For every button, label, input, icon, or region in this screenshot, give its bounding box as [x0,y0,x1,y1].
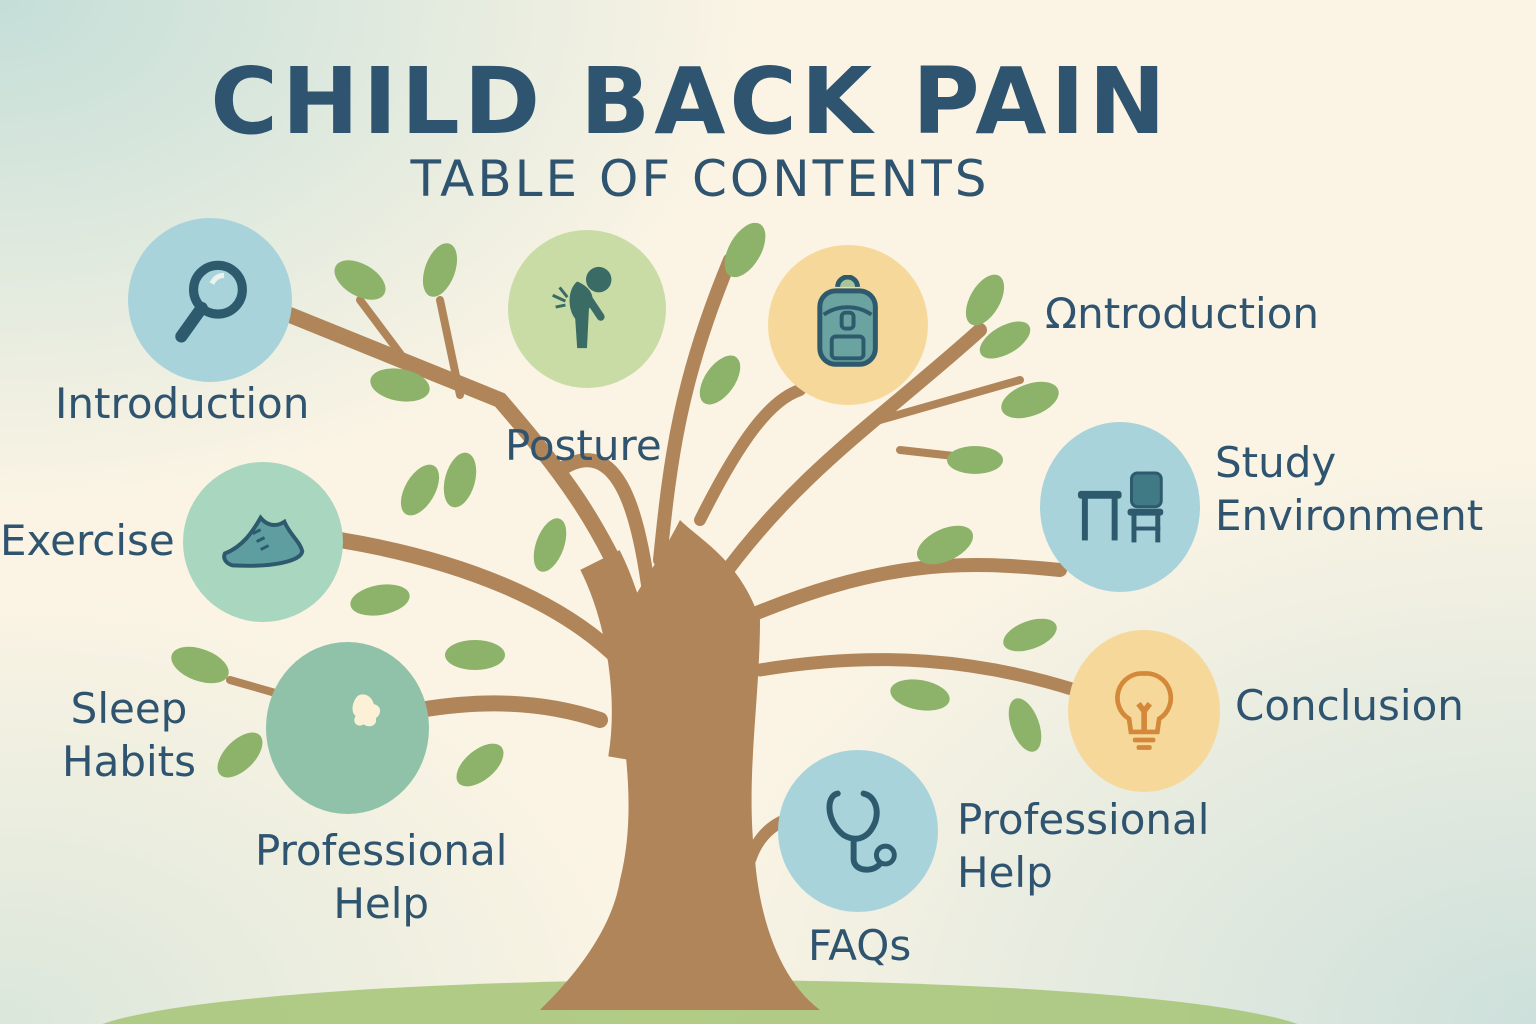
topic-conclusion-label[interactable]: Conclusion [1235,681,1464,730]
lightbulb-icon [1114,670,1174,750]
topic-faqs-circle[interactable] [778,750,938,912]
topic-study-environment-label[interactable]: Study Environment [1215,438,1484,540]
sneaker-icon [222,514,305,569]
topic-backpack-label[interactable]: Ωntroduction [1045,289,1320,338]
bent-child-back-pain-icon [552,266,612,349]
stethoscope-icon [827,790,898,873]
desk-chair-icon [1078,471,1164,543]
topic-backpack-circle[interactable] [768,245,928,405]
tree-trunk [540,520,820,1010]
topic-introduction-circle[interactable] [128,218,292,382]
backpack-icon [817,275,879,368]
topic-conclusion-circle[interactable] [1068,630,1220,792]
topic-exercise-label[interactable]: Exercise [0,516,175,565]
page-title: CHILD BACK PAIN [210,48,1170,155]
topic-posture-circle[interactable] [508,230,666,388]
moon-pillow-icon [315,694,381,762]
topic-exercise-circle[interactable] [183,462,343,622]
topic-introduction-label[interactable]: Introduction [55,379,310,428]
page-subtitle: TABLE OF CONTENTS [410,150,990,208]
topic-professional-help-right-label[interactable]: Professional Help [957,795,1210,897]
topic-faqs-label[interactable]: FAQs [808,921,912,970]
topic-sleep-habits-label[interactable]: Sleep Habits [62,684,196,786]
topic-professional-help-left-label[interactable]: Professional Help [255,826,508,928]
topic-sleep-habits-circle[interactable] [266,642,429,814]
magnifying-glass-icon [175,260,248,343]
topic-posture-label[interactable]: Posture [505,421,662,470]
topic-study-environment-circle[interactable] [1040,422,1200,592]
